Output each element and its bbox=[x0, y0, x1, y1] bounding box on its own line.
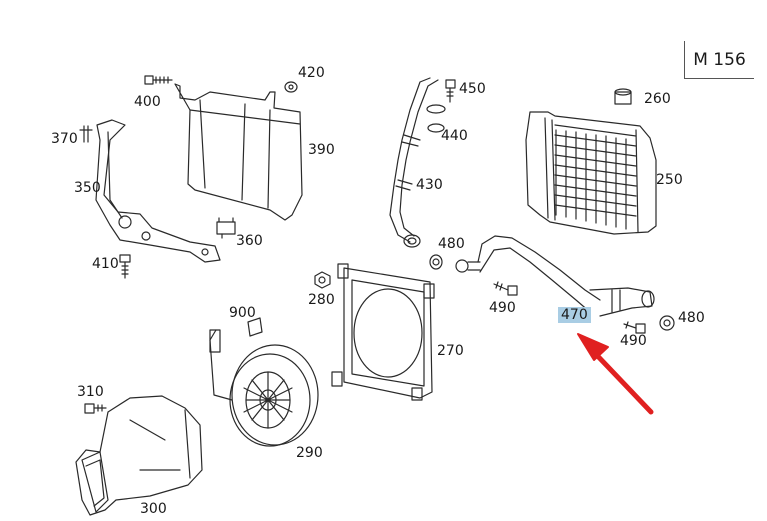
callout-290[interactable]: 290 bbox=[296, 445, 323, 461]
callout-360[interactable]: 360 bbox=[236, 233, 263, 249]
pointer-arrow bbox=[577, 333, 654, 415]
shroud-390 bbox=[174, 83, 303, 221]
clip-360 bbox=[216, 217, 236, 239]
hose-470 bbox=[455, 235, 655, 317]
grommet-260 bbox=[614, 88, 632, 105]
fan-290 bbox=[209, 329, 319, 447]
bracket-350 bbox=[79, 119, 221, 263]
callout-400[interactable]: 400 bbox=[134, 94, 161, 110]
callout-270[interactable]: 270 bbox=[437, 343, 464, 359]
model-label: M 156 bbox=[693, 49, 746, 70]
radiator-250 bbox=[525, 111, 657, 235]
callout-430[interactable]: 430 bbox=[416, 177, 443, 193]
bolt-410 bbox=[119, 254, 131, 279]
callout-280[interactable]: 280 bbox=[308, 292, 335, 308]
callout-490-right[interactable]: 490 bbox=[620, 333, 647, 349]
nut-420 bbox=[284, 81, 298, 93]
hose-430 bbox=[389, 77, 439, 248]
callout-420[interactable]: 420 bbox=[298, 65, 325, 81]
callout-450[interactable]: 450 bbox=[459, 81, 486, 97]
bolt-400 bbox=[144, 75, 173, 85]
washer-480a bbox=[429, 254, 443, 270]
callout-410[interactable]: 410 bbox=[92, 256, 119, 272]
bolt-490b bbox=[623, 321, 646, 334]
callout-480-lower[interactable]: 480 bbox=[678, 310, 705, 326]
callout-260[interactable]: 260 bbox=[644, 91, 671, 107]
callout-350[interactable]: 350 bbox=[74, 180, 101, 196]
callout-390[interactable]: 390 bbox=[308, 142, 335, 158]
callout-900[interactable]: 900 bbox=[229, 305, 256, 321]
connector-900 bbox=[247, 317, 263, 337]
bolt-310 bbox=[84, 403, 107, 414]
bolt-490a bbox=[493, 281, 518, 296]
callout-440[interactable]: 440 bbox=[441, 128, 468, 144]
nut-280 bbox=[314, 271, 331, 289]
callout-480-upper[interactable]: 480 bbox=[438, 236, 465, 252]
model-label-box: M 156 bbox=[684, 41, 754, 79]
callout-250[interactable]: 250 bbox=[656, 172, 683, 188]
callout-370[interactable]: 370 bbox=[51, 131, 78, 147]
callout-300[interactable]: 300 bbox=[140, 501, 167, 517]
washer-480b bbox=[659, 315, 675, 331]
callout-470-highlighted[interactable]: 470 bbox=[558, 307, 591, 323]
ring-440 bbox=[426, 104, 446, 133]
bolt-450 bbox=[445, 79, 456, 103]
duct-300 bbox=[75, 395, 203, 516]
callout-490-left[interactable]: 490 bbox=[489, 300, 516, 316]
callout-310[interactable]: 310 bbox=[77, 384, 104, 400]
frame-270 bbox=[331, 263, 435, 401]
